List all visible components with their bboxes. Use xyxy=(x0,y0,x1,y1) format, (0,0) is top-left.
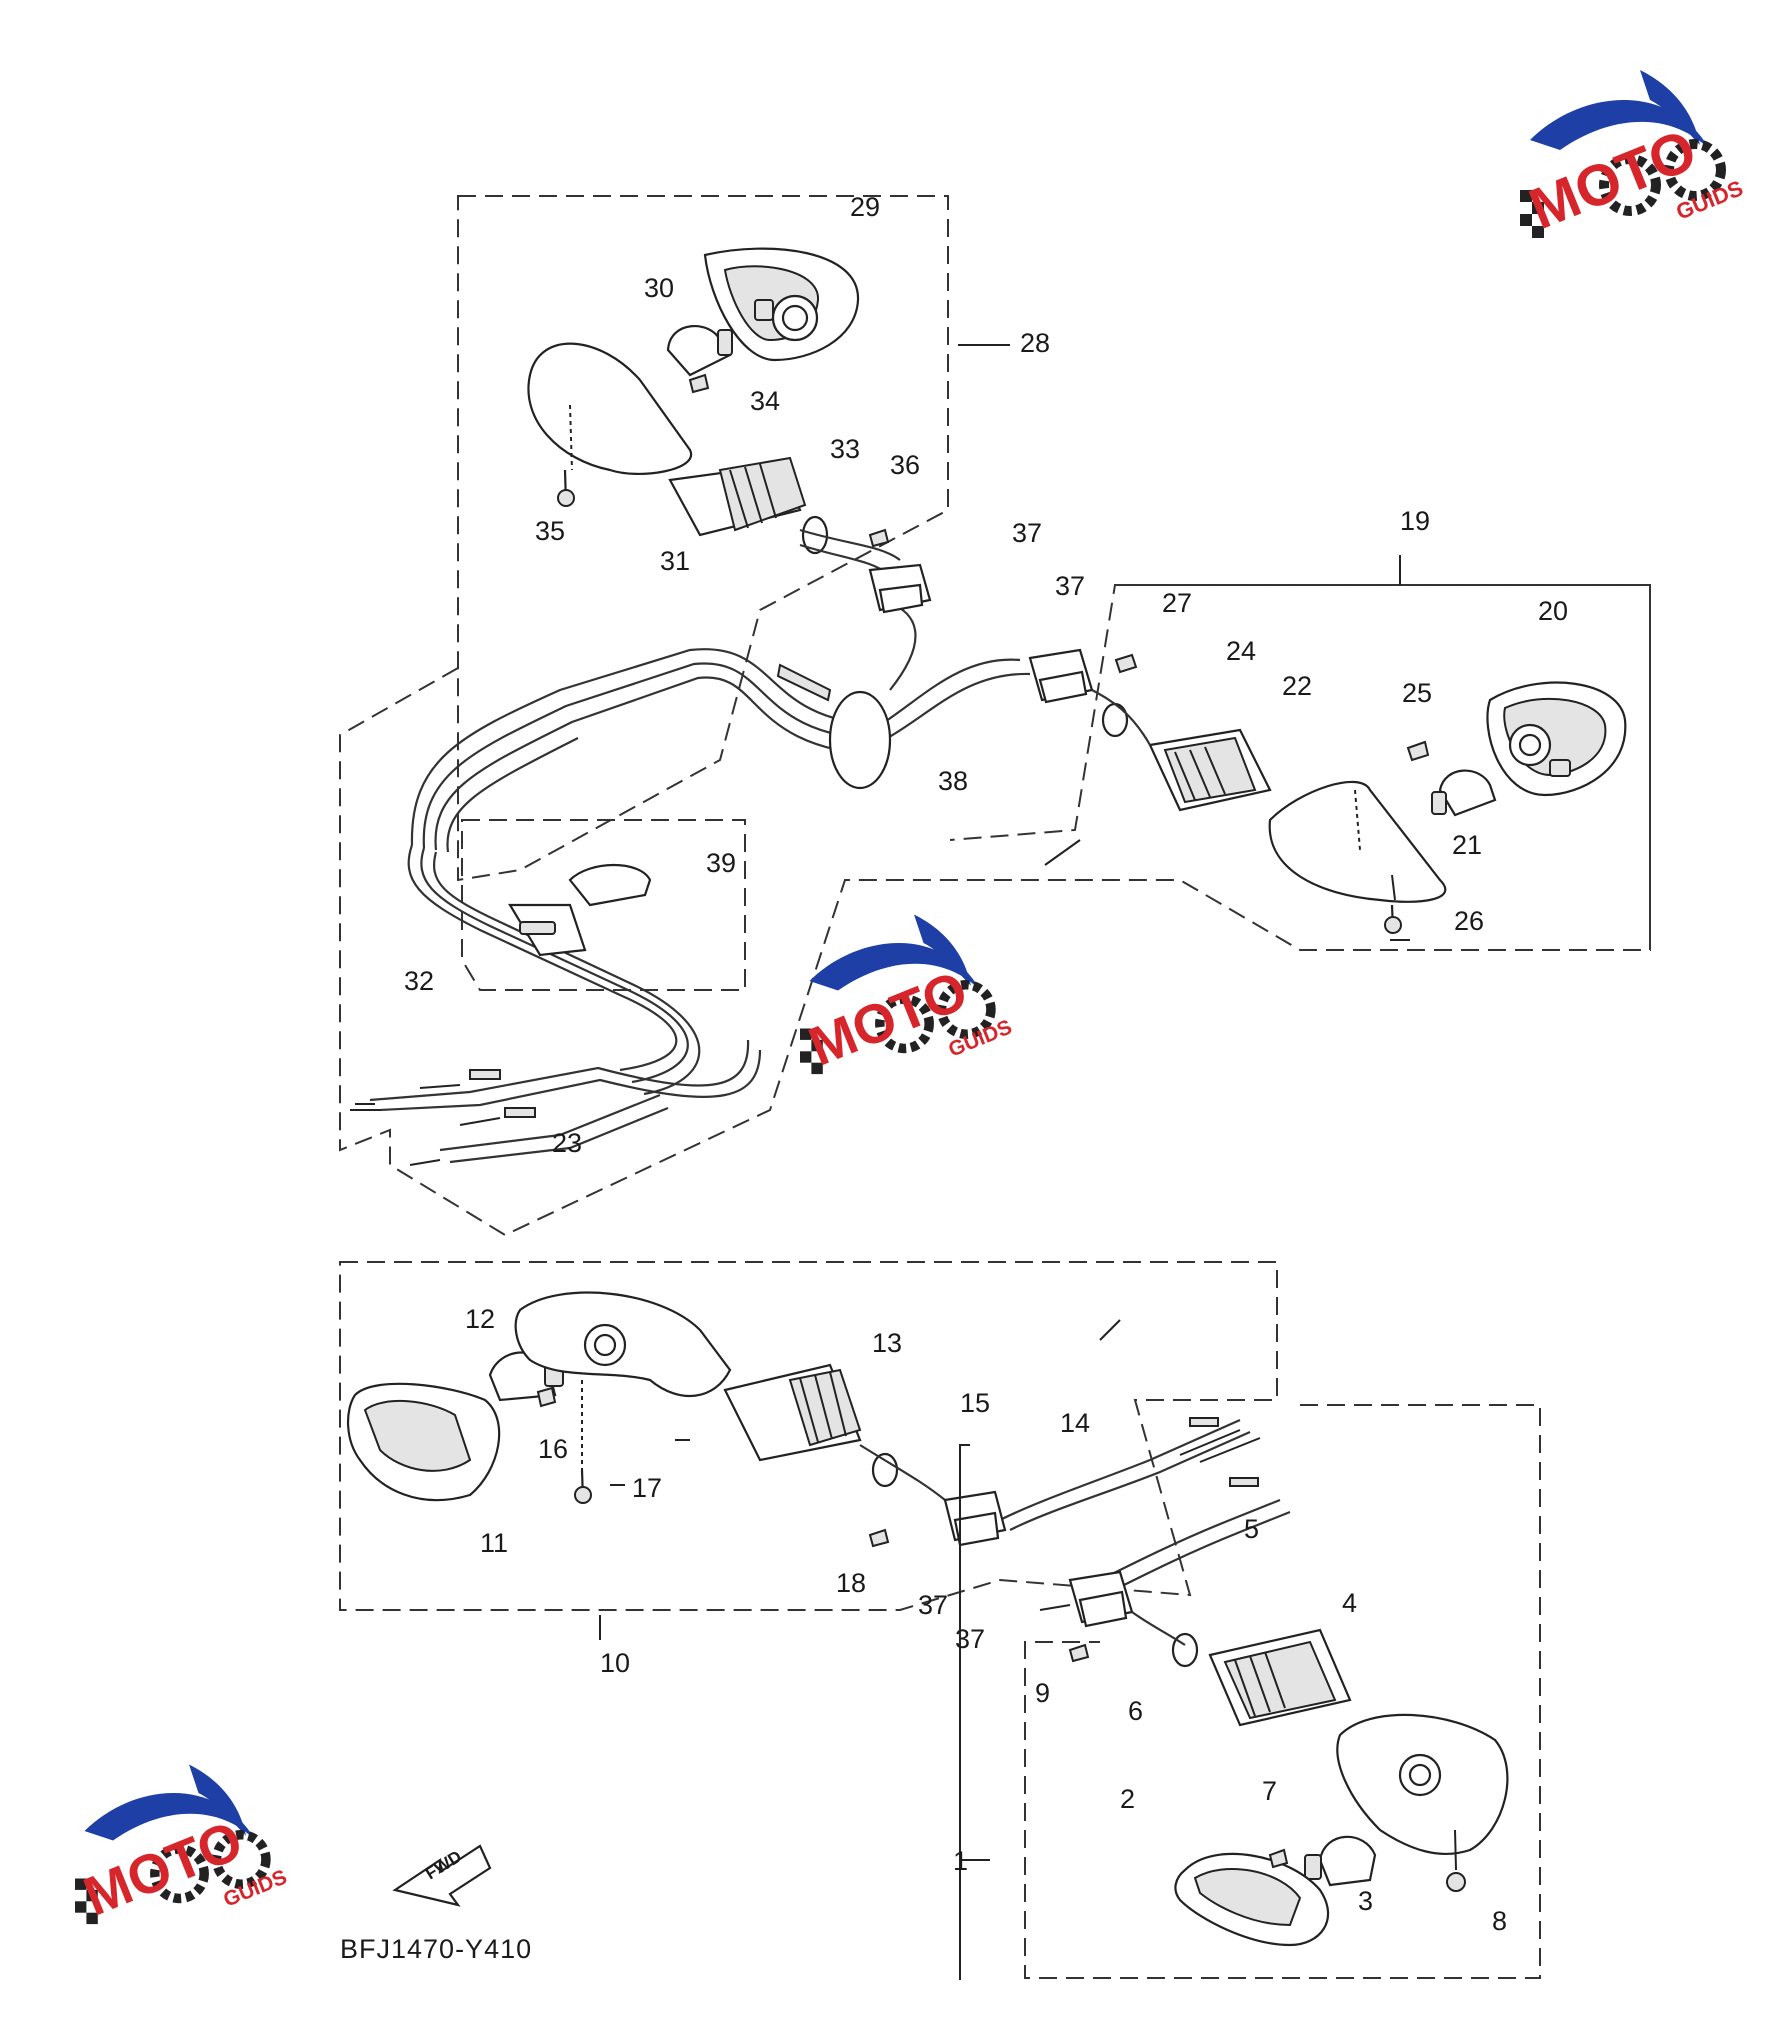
callout-23: 23 xyxy=(552,1128,582,1158)
callout-7: 7 xyxy=(1262,1776,1277,1806)
callout-2: 2 xyxy=(1120,1784,1135,1814)
diagram-code: BFJ1470-Y410 xyxy=(340,1934,532,1964)
boundary-10 xyxy=(339,1261,1278,1611)
callout-19: 19 xyxy=(1400,506,1430,536)
grommet-24 xyxy=(1101,702,1129,738)
callout-39: 39 xyxy=(706,848,736,878)
callout-25: 25 xyxy=(1402,678,1432,708)
callout-21: 21 xyxy=(1452,830,1482,860)
callout-18: 18 xyxy=(836,1568,866,1598)
forward-arrow-icon: FWD xyxy=(392,1844,492,1907)
callout-labels: 1234567891011121314151617181920212223242… xyxy=(404,192,1568,1936)
callout-24: 24 xyxy=(1226,636,1256,666)
callout-37-repeat: 37 xyxy=(955,1624,985,1654)
callout-36: 36 xyxy=(890,450,920,480)
turn-signal-assembly-1 xyxy=(1068,1477,1509,1947)
callout-3: 3 xyxy=(1358,1886,1373,1916)
moto-guids-logo: MOTO GUIDS xyxy=(1520,70,1746,242)
housing-28 xyxy=(527,342,693,476)
callout-33: 33 xyxy=(830,434,860,464)
callout-9: 9 xyxy=(1035,1678,1050,1708)
callout-27: 27 xyxy=(1162,588,1192,618)
moto-guids-logo: MOTO GUIDS xyxy=(800,914,1015,1078)
callout-31: 31 xyxy=(660,546,690,576)
callout-12: 12 xyxy=(465,1304,495,1334)
callout-16: 16 xyxy=(538,1434,568,1464)
assembly-boundaries xyxy=(339,195,1651,1979)
boundary-1 xyxy=(1024,1404,1541,1979)
boundary-19 xyxy=(1115,584,1651,950)
grommet-15 xyxy=(871,1452,899,1488)
callout-32: 32 xyxy=(404,966,434,996)
callout-35: 35 xyxy=(535,516,565,546)
boundary-28 xyxy=(457,195,949,882)
callout-8: 8 xyxy=(1492,1906,1507,1936)
watermark-logos: MOTO GUIDS MOTO GUIDS MOTO GUIDS xyxy=(75,70,1746,1928)
callout-22: 22 xyxy=(1282,671,1312,701)
bulb-3 xyxy=(1318,1835,1377,1887)
callout-10: 10 xyxy=(600,1648,630,1678)
turn-signal-assembly-10 xyxy=(346,1291,1261,1548)
callout-15: 15 xyxy=(960,1388,990,1418)
bulb-21 xyxy=(1438,769,1497,817)
callout-5: 5 xyxy=(1244,1514,1259,1544)
housing-19 xyxy=(1268,780,1447,903)
callout-38: 38 xyxy=(938,766,968,796)
callout-37: 37 xyxy=(1012,518,1042,548)
callout-37-repeat: 37 xyxy=(1055,571,1085,601)
boundary-23 xyxy=(339,584,1651,1237)
turn-signal-assembly-28 xyxy=(527,247,932,790)
callout-4: 4 xyxy=(1342,1588,1357,1618)
callout-29: 29 xyxy=(850,192,880,222)
callout-13: 13 xyxy=(872,1328,902,1358)
clip-39 xyxy=(508,864,652,957)
wire-harness xyxy=(350,598,1031,1166)
callout-28: 28 xyxy=(1020,328,1050,358)
callout-6: 6 xyxy=(1128,1696,1143,1726)
callout-26: 26 xyxy=(1454,906,1484,936)
callout-leaders xyxy=(599,344,1410,1980)
callout-20: 20 xyxy=(1538,596,1568,626)
callout-37-repeat: 37 xyxy=(918,1590,948,1620)
callout-34: 34 xyxy=(750,386,780,416)
boundary-39 xyxy=(461,819,746,991)
callout-1: 1 xyxy=(953,1846,968,1876)
callout-11: 11 xyxy=(480,1528,508,1558)
moto-guids-logo: MOTO GUIDS xyxy=(75,1764,290,1928)
turn-signal-assembly-19 xyxy=(1028,648,1627,934)
callout-17: 17 xyxy=(632,1473,662,1503)
callout-14: 14 xyxy=(1060,1408,1090,1438)
callout-30: 30 xyxy=(644,273,674,303)
band-38 xyxy=(828,690,892,790)
